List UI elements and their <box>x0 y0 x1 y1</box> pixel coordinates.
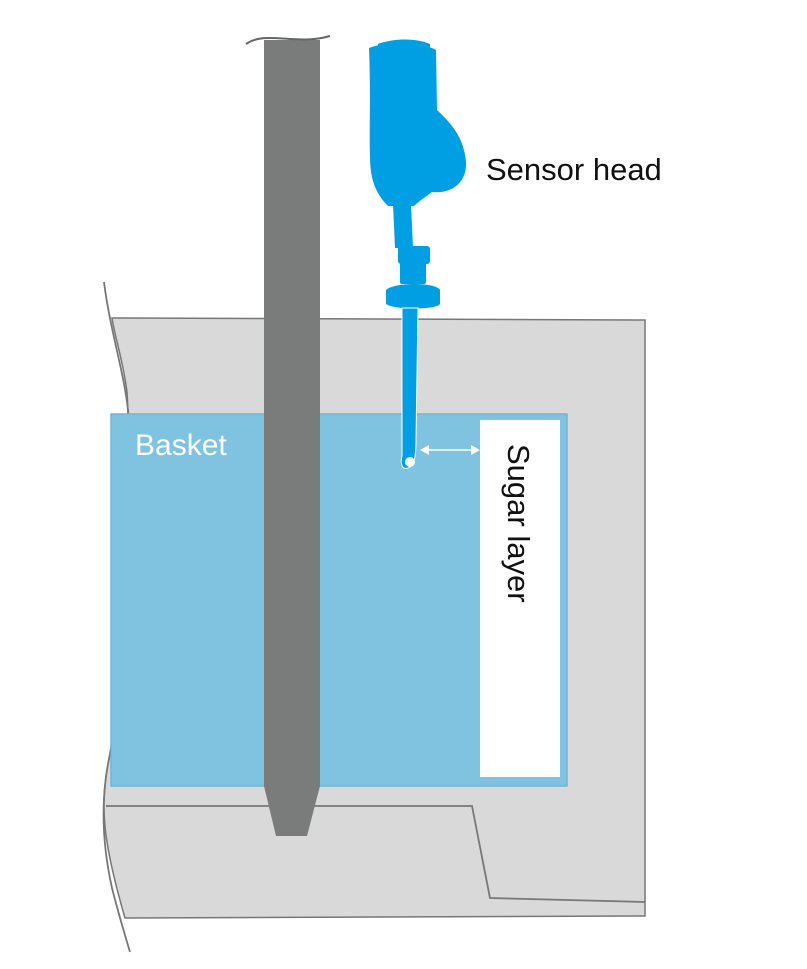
sensor-head-label: Sensor head <box>486 152 662 187</box>
distance-arrow <box>420 445 480 455</box>
shaft-top-edge <box>245 35 331 45</box>
sugar-layer-label: Sugar layer <box>501 444 536 603</box>
basket-label: Basket <box>135 429 227 462</box>
sensor <box>369 39 467 469</box>
sensor-flange <box>386 284 440 309</box>
sugar-layer <box>480 420 560 777</box>
sensor-neck <box>393 204 413 248</box>
shaft <box>245 35 331 836</box>
sensor-probe <box>400 307 419 469</box>
shaft-body <box>264 40 320 836</box>
sensor-head <box>369 42 467 207</box>
